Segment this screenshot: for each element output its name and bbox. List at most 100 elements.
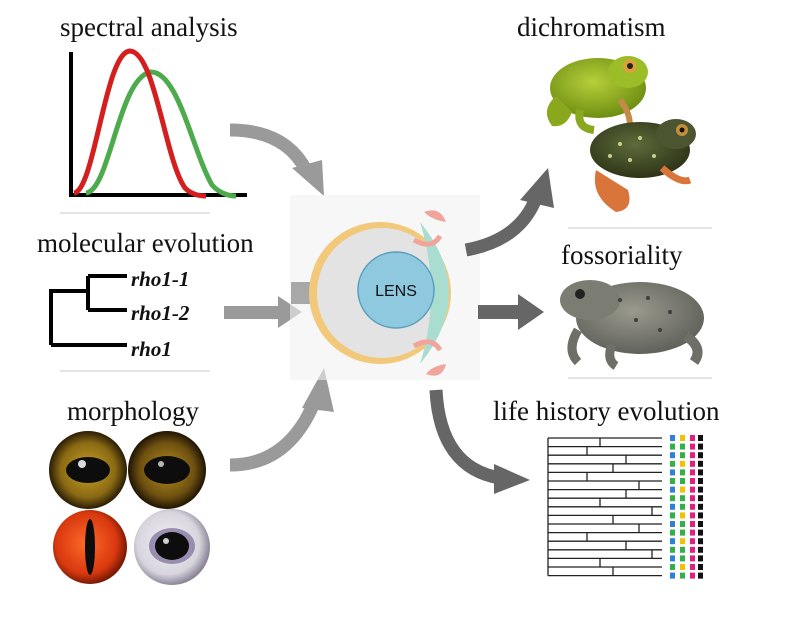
trait-cell — [670, 452, 675, 459]
life-history-tree — [547, 435, 703, 579]
molecular-phylogeny — [49, 274, 127, 347]
trait-cell — [698, 478, 703, 484]
trait-cell — [690, 512, 695, 519]
trait-cell — [680, 529, 685, 536]
trait-cell — [670, 469, 675, 476]
fossoriality-title: fossoriality — [561, 240, 683, 270]
trait-cell — [680, 503, 685, 510]
trait-cell — [698, 538, 703, 545]
trait-cell — [680, 443, 685, 450]
morphology-title: morphology — [67, 396, 199, 426]
trait-cell — [698, 452, 703, 459]
trait-cell — [698, 521, 703, 527]
life-history-evolution-title: life history evolution — [493, 396, 720, 426]
trait-cell — [690, 443, 695, 450]
trait-cell — [698, 503, 703, 510]
trait-cell — [680, 564, 685, 570]
trait-cell — [680, 435, 685, 441]
taxon-rho1-1: rho1-1 — [131, 267, 190, 291]
arrow-eye-to-life-history — [429, 389, 530, 494]
eye-photo-red — [53, 510, 127, 584]
arrow-eye-to-dichromatism — [464, 168, 554, 257]
spectral-analysis-title: spectral analysis — [60, 12, 238, 42]
trait-cell — [680, 572, 685, 579]
trait-cell — [670, 435, 675, 441]
trait-cell — [690, 460, 695, 467]
trait-cell — [670, 529, 675, 536]
trait-cell — [690, 572, 695, 579]
trait-cell — [698, 460, 703, 467]
arrow-morphology-to-eye — [229, 368, 334, 472]
dichromatism-title: dichromatism — [517, 12, 666, 42]
eye-iris-top — [424, 210, 446, 222]
trait-cell — [680, 486, 685, 493]
trait-cell — [698, 469, 703, 476]
eye-lens — [357, 251, 435, 329]
trait-cell — [698, 486, 703, 493]
trait-cell — [690, 538, 695, 545]
red-absorbance-curve — [72, 48, 207, 199]
eye-iris-bottom — [426, 364, 446, 376]
eye-photo-white — [134, 509, 210, 585]
trait-cell — [680, 478, 685, 484]
trait-cell — [698, 529, 703, 536]
trait-cell — [698, 435, 703, 441]
trait-cell — [670, 443, 675, 450]
ciliary-top — [412, 234, 443, 247]
taxon-rho1-2: rho1-2 — [131, 301, 190, 325]
molecular-evolution-title: molecular evolution — [37, 228, 254, 258]
green-absorbance-curve — [84, 69, 237, 199]
trait-cell — [690, 495, 695, 502]
trait-cell — [690, 546, 695, 553]
trait-cell — [670, 478, 675, 484]
toad-photo — [560, 280, 704, 370]
trait-cell — [670, 521, 675, 527]
trait-cell — [680, 512, 685, 519]
trait-cell — [690, 555, 695, 562]
phylo-outer-clade — [49, 289, 88, 345]
trait-cell — [690, 452, 695, 459]
morphology-eyes — [49, 431, 210, 585]
trait-cell — [680, 521, 685, 527]
trait-cell — [690, 478, 695, 484]
input-arrows — [224, 123, 334, 472]
trait-cell — [670, 486, 675, 493]
trait-cell — [680, 460, 685, 467]
trait-cell — [680, 555, 685, 562]
trait-cell — [690, 469, 695, 476]
trait-cell — [670, 460, 675, 467]
trait-cell — [690, 486, 695, 493]
arrow-eye-to-fossoriality — [478, 294, 544, 330]
central-eye-diagram: LENS — [290, 195, 480, 380]
eye-photo-gold — [49, 431, 127, 509]
output-arrows — [429, 168, 554, 494]
trait-cell — [698, 512, 703, 519]
trait-cell — [670, 546, 675, 553]
trait-cell — [698, 572, 703, 579]
trait-cell — [690, 503, 695, 510]
taxon-rho1: rho1 — [131, 337, 172, 361]
trait-cell — [670, 564, 675, 570]
arrow-spectral-to-eye — [229, 123, 324, 196]
trait-cell — [680, 546, 685, 553]
lens-label: LENS — [375, 283, 417, 300]
eye-photo-bronze — [128, 431, 206, 509]
trait-cell — [690, 564, 695, 570]
trait-cell — [698, 564, 703, 570]
trait-cell — [670, 495, 675, 502]
frog-photo-dark-spotted — [590, 119, 696, 212]
trait-cell — [690, 521, 695, 527]
trait-cell — [690, 435, 695, 441]
ciliary-bottom — [412, 339, 443, 352]
trait-cell — [670, 512, 675, 519]
trait-cell — [680, 469, 685, 476]
trait-cell — [680, 538, 685, 545]
spectral-plot — [69, 48, 247, 199]
trait-cell — [670, 503, 675, 510]
trait-cell — [698, 495, 703, 502]
trait-cell — [698, 546, 703, 553]
trait-cell — [670, 538, 675, 545]
trait-cell — [670, 572, 675, 579]
trait-cell — [698, 555, 703, 562]
